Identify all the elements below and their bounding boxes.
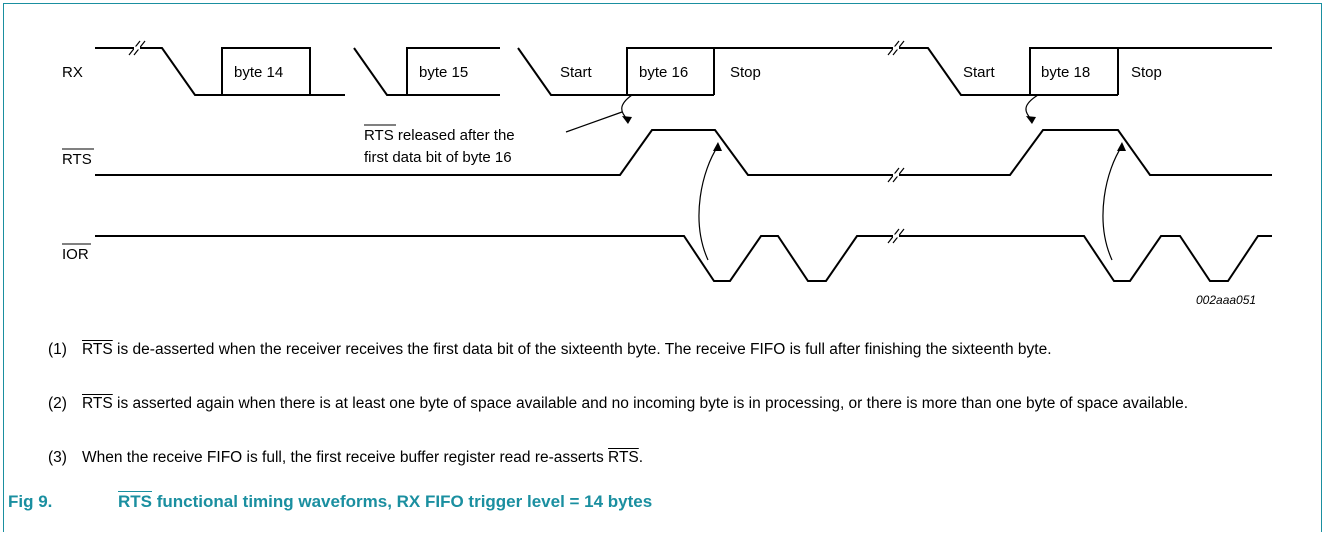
caption-rts: RTS bbox=[118, 492, 152, 511]
arrowhead-4 bbox=[1117, 142, 1126, 151]
note-text: is de-asserted when the receiver receive… bbox=[112, 341, 1052, 358]
arrow-ior-to-rts-fall-1 bbox=[698, 145, 719, 261]
figure-number: Fig 9. bbox=[8, 492, 53, 511]
figure-title: RTS functional timing waveforms, RX FIFO… bbox=[118, 492, 652, 512]
rx-label-byte18: byte 18 bbox=[1041, 64, 1090, 81]
note-1: (1) RTS is de-asserted when the receiver… bbox=[48, 338, 1302, 361]
rx-label-stop-1: Stop bbox=[730, 64, 761, 81]
rx-waveform-segment-c bbox=[492, 47, 1272, 96]
rx-label-start-2: Start bbox=[963, 64, 996, 81]
annotation-rts: RTS bbox=[364, 127, 394, 144]
note-2: (2) RTS is asserted again when there is … bbox=[48, 392, 1302, 415]
rx-label-byte14: byte 14 bbox=[234, 64, 283, 81]
rts-waveform bbox=[95, 129, 1272, 176]
annotation-line-1-rest: released after the bbox=[394, 127, 515, 144]
ior-waveform bbox=[95, 235, 1272, 282]
note-text: . bbox=[638, 449, 644, 466]
note-rts: RTS bbox=[608, 449, 639, 466]
caption-title-rest: functional timing waveforms, RX FIFO tri… bbox=[152, 492, 653, 511]
figure-frame bbox=[3, 3, 1322, 532]
arrowhead-2 bbox=[713, 142, 722, 151]
note-prefix: When the receive FIFO is full, the first… bbox=[82, 449, 609, 466]
note-number: (1) bbox=[48, 341, 67, 358]
rx-waveform-segment-a bbox=[95, 47, 345, 96]
rx-label-byte15: byte 15 bbox=[419, 64, 468, 81]
note-text: is asserted again when there is at least… bbox=[112, 395, 1189, 412]
note-rts: RTS bbox=[82, 395, 113, 412]
annotation-line-2: first data bit of byte 16 bbox=[364, 149, 512, 166]
arrow-ior-to-rts-fall-2 bbox=[1102, 145, 1123, 261]
arrowhead-1 bbox=[622, 116, 632, 124]
note-number: (2) bbox=[48, 395, 67, 412]
annotation-line-1: RTS released after the bbox=[364, 127, 515, 144]
note-3: (3) When the receive FIFO is full, the f… bbox=[48, 446, 1302, 469]
rx-label-stop-2: Stop bbox=[1131, 64, 1162, 81]
arrowhead-3 bbox=[1026, 116, 1036, 124]
note-rts: RTS bbox=[82, 341, 113, 358]
rx-label-start-1: Start bbox=[560, 64, 593, 81]
note-number: (3) bbox=[48, 449, 67, 466]
signal-label-rx: RX bbox=[62, 64, 83, 81]
timing-diagram: RX RTS IOR byte 14 byte 15 Start byte 16… bbox=[62, 40, 1272, 307]
figure-id: 002aaa051 bbox=[1196, 293, 1256, 307]
rx-label-byte16: byte 16 bbox=[639, 64, 688, 81]
signal-label-ior: IOR bbox=[62, 246, 89, 263]
annotation-leader-line bbox=[565, 111, 623, 133]
signal-label-rts: RTS bbox=[62, 151, 92, 168]
